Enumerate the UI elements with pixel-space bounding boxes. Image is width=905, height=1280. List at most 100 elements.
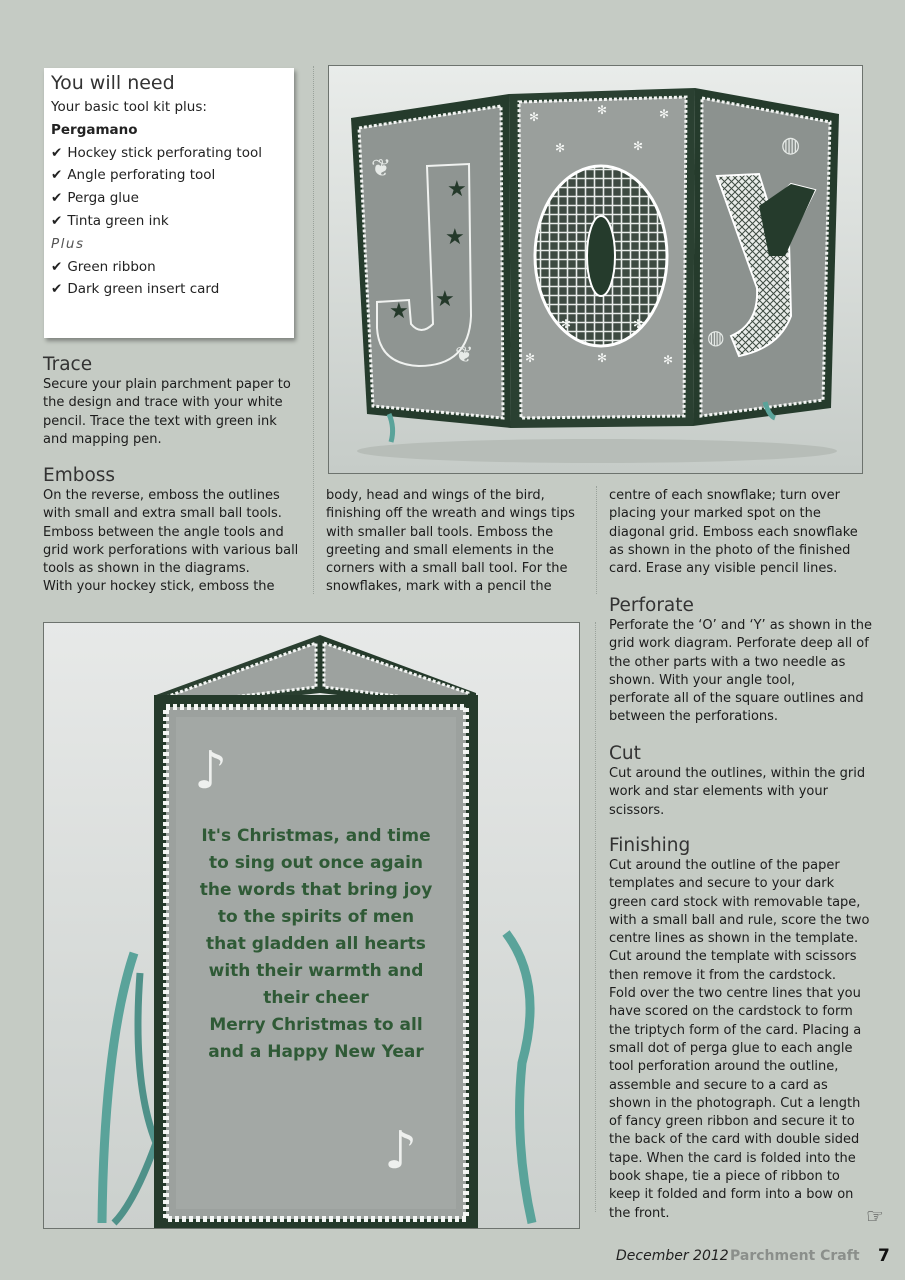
verse-card-photo: ♪ ♪ It's Christmas, and time to sing out… — [43, 622, 580, 1229]
perforate-heading: Perforate — [609, 595, 694, 616]
cut-line: scissors. — [609, 802, 665, 818]
cut-section: Cut Cut around the outlines, within the … — [609, 743, 879, 820]
list-item: ✔Tinta green ink — [51, 212, 169, 229]
emboss-column-2: body, head and wings of the bird, finish… — [326, 487, 588, 597]
joy-card-illustration: ★ ★ ★ ★ ✻ ✻ ✻ ✻ ✻ ✻ ✻ ✻ ✻ ✻ ❦ ❦ ◍ ◍ — [351, 88, 839, 463]
column-divider — [595, 622, 596, 1212]
joy-card-photo: ★ ★ ★ ★ ✻ ✻ ✻ ✻ ✻ ✻ ✻ ✻ ✻ ✻ ❦ ❦ ◍ ◍ — [328, 65, 863, 474]
cut-line: Cut around the outlines, within the grid — [609, 766, 866, 781]
emboss-line: Emboss between the angle tools and — [43, 524, 284, 540]
emboss-line: as shown in the photo of the finished — [609, 542, 851, 558]
snowflake-icon: ✻ — [633, 317, 643, 331]
emboss-line: finishing off the wreath and wings tips — [326, 506, 575, 522]
snowflake-icon: ✻ — [663, 353, 673, 367]
emboss-line: placing your marked spot on the — [609, 506, 821, 522]
emboss-line: centre of each snowflake; turn over — [609, 488, 840, 503]
finishing-line: with a small ball and rule, score the tw… — [609, 912, 870, 928]
emboss-line: card. Erase any visible pencil lines. — [609, 561, 838, 577]
snowflake-icon: ✻ — [597, 351, 607, 365]
plus-label: Plus — [51, 235, 85, 252]
finishing-line: tape. When the card is folded into the — [609, 1150, 856, 1166]
finishing-line: templates and secure to your dark — [609, 876, 835, 892]
emboss-line: On the reverse, emboss the outlines — [43, 488, 280, 503]
emboss-line: with smaller ball tools. Emboss the — [326, 524, 554, 540]
perforate-line: grid work diagram. Perforate deep all of — [609, 636, 869, 652]
verse-line: to the spirits of men — [217, 907, 415, 927]
emboss-heading: Emboss — [43, 465, 116, 486]
emboss-line: body, head and wings of the bird, — [326, 488, 545, 503]
you-will-need-box: You will need Your basic tool kit plus: … — [44, 68, 294, 338]
cut-heading: Cut — [609, 743, 641, 764]
finishing-line: Cut around the outline of the paper — [609, 858, 840, 873]
snowflake-icon: ✻ — [633, 139, 643, 153]
magazine-name: Parchment Craft — [730, 1248, 860, 1264]
finishing-line: green card stock with removable tape, — [609, 894, 861, 910]
you-will-need-title: You will need — [51, 72, 175, 94]
finishing-line: shown in the photograph. Cut a length — [609, 1095, 861, 1111]
check-icon: ✔ — [51, 190, 63, 207]
finishing-line: of fancy green ribbon and secure it to — [609, 1114, 855, 1130]
star-icon: ★ — [445, 225, 465, 250]
finishing-line: the back of the card with double sided — [609, 1132, 860, 1148]
verse-line: the words that bring joy — [199, 880, 433, 900]
finishing-line: book shape, tie a piece of ribbon to — [609, 1169, 840, 1185]
finishing-line: Cut around the template with scissors — [609, 949, 857, 965]
snowflake-icon: ✻ — [525, 351, 535, 365]
holly-icon: ❦ — [455, 343, 473, 368]
finishing-line: assemble and secure to a card as — [609, 1077, 828, 1093]
snowflake-icon: ✻ — [597, 103, 607, 117]
verse-card-illustration: ♪ ♪ — [97, 635, 537, 1228]
emboss-line: tools as shown in the diagrams. — [43, 561, 250, 577]
emboss-column-3: centre of each snowflake; turn over plac… — [609, 487, 871, 578]
finishing-line: Fold over the two centre lines that you — [609, 986, 861, 1002]
trace-line: the design and trace with your white — [43, 395, 283, 411]
finishing-line: keep it folded and form into a bow on — [609, 1187, 854, 1203]
perforate-line: the other parts with a two needle as — [609, 654, 846, 670]
emboss-line: grid work perforations with various ball — [43, 542, 299, 558]
snowflake-icon: ✻ — [561, 317, 571, 331]
finishing-line: then remove it from the cardstock. — [609, 967, 837, 983]
perforate-line: shown. With your angle tool, — [609, 672, 796, 688]
list-item: ✔Green ribbon — [51, 258, 156, 275]
trace-heading: Trace — [43, 354, 93, 375]
intro-text: Your basic tool kit plus: — [51, 99, 207, 115]
check-icon: ✔ — [51, 144, 63, 161]
horn-bow-icon: ♪ — [384, 1121, 417, 1181]
emboss-line: snowflakes, mark with a pencil the — [326, 579, 552, 595]
ornament-icon: ◍ — [707, 325, 724, 349]
finishing-section: Finishing Cut around the outline of the … — [609, 835, 879, 1223]
verse-line: and a Happy New Year — [208, 1042, 424, 1062]
verse-line: It's Christmas, and time — [201, 826, 431, 846]
finishing-line: have scored on the cardstock to form — [609, 1004, 853, 1020]
emboss-line: with small and extra small ball tools. — [43, 506, 282, 522]
finishing-line: small dot of perga glue to each angle — [609, 1040, 853, 1056]
emboss-line: With your hockey stick, emboss the — [43, 579, 275, 595]
perforate-section: Perforate Perforate the ‘O’ and ‘Y’ as s… — [609, 595, 879, 727]
list-item: ✔Perga glue — [51, 190, 139, 207]
cut-line: work and star elements with your — [609, 784, 828, 800]
verse-line: that gladden all hearts — [206, 934, 426, 954]
check-icon: ✔ — [51, 258, 63, 275]
turn-page-icon: ☞ — [866, 1204, 884, 1228]
ornament-icon: ◍ — [781, 133, 800, 158]
verse-line: with their warmth and — [208, 961, 424, 981]
list-item: ✔Dark green insert card — [51, 281, 220, 298]
trace-line: Secure your plain parchment paper to — [43, 377, 291, 392]
holly-icon: ❦ — [371, 154, 391, 182]
check-icon: ✔ — [51, 281, 63, 298]
horn-bow-icon: ♪ — [194, 741, 227, 801]
check-icon: ✔ — [51, 167, 63, 184]
list-item: ✔Hockey stick perforating tool — [51, 144, 262, 161]
page-number: 7 — [878, 1246, 890, 1266]
column-divider — [596, 486, 597, 594]
star-icon: ★ — [447, 177, 467, 202]
star-icon: ★ — [389, 299, 409, 324]
emboss-line: corners with a small ball tool. For the — [326, 561, 568, 577]
finishing-line: centre lines as shown in the template. — [609, 931, 859, 947]
finishing-line: the front. — [609, 1205, 670, 1221]
check-icon: ✔ — [51, 212, 63, 229]
finishing-heading: Finishing — [609, 835, 691, 856]
emboss-section: Emboss On the reverse, emboss the outlin… — [43, 465, 305, 597]
finishing-line: the triptych form of the card. Placing a — [609, 1022, 862, 1038]
trace-line: and mapping pen. — [43, 431, 162, 447]
